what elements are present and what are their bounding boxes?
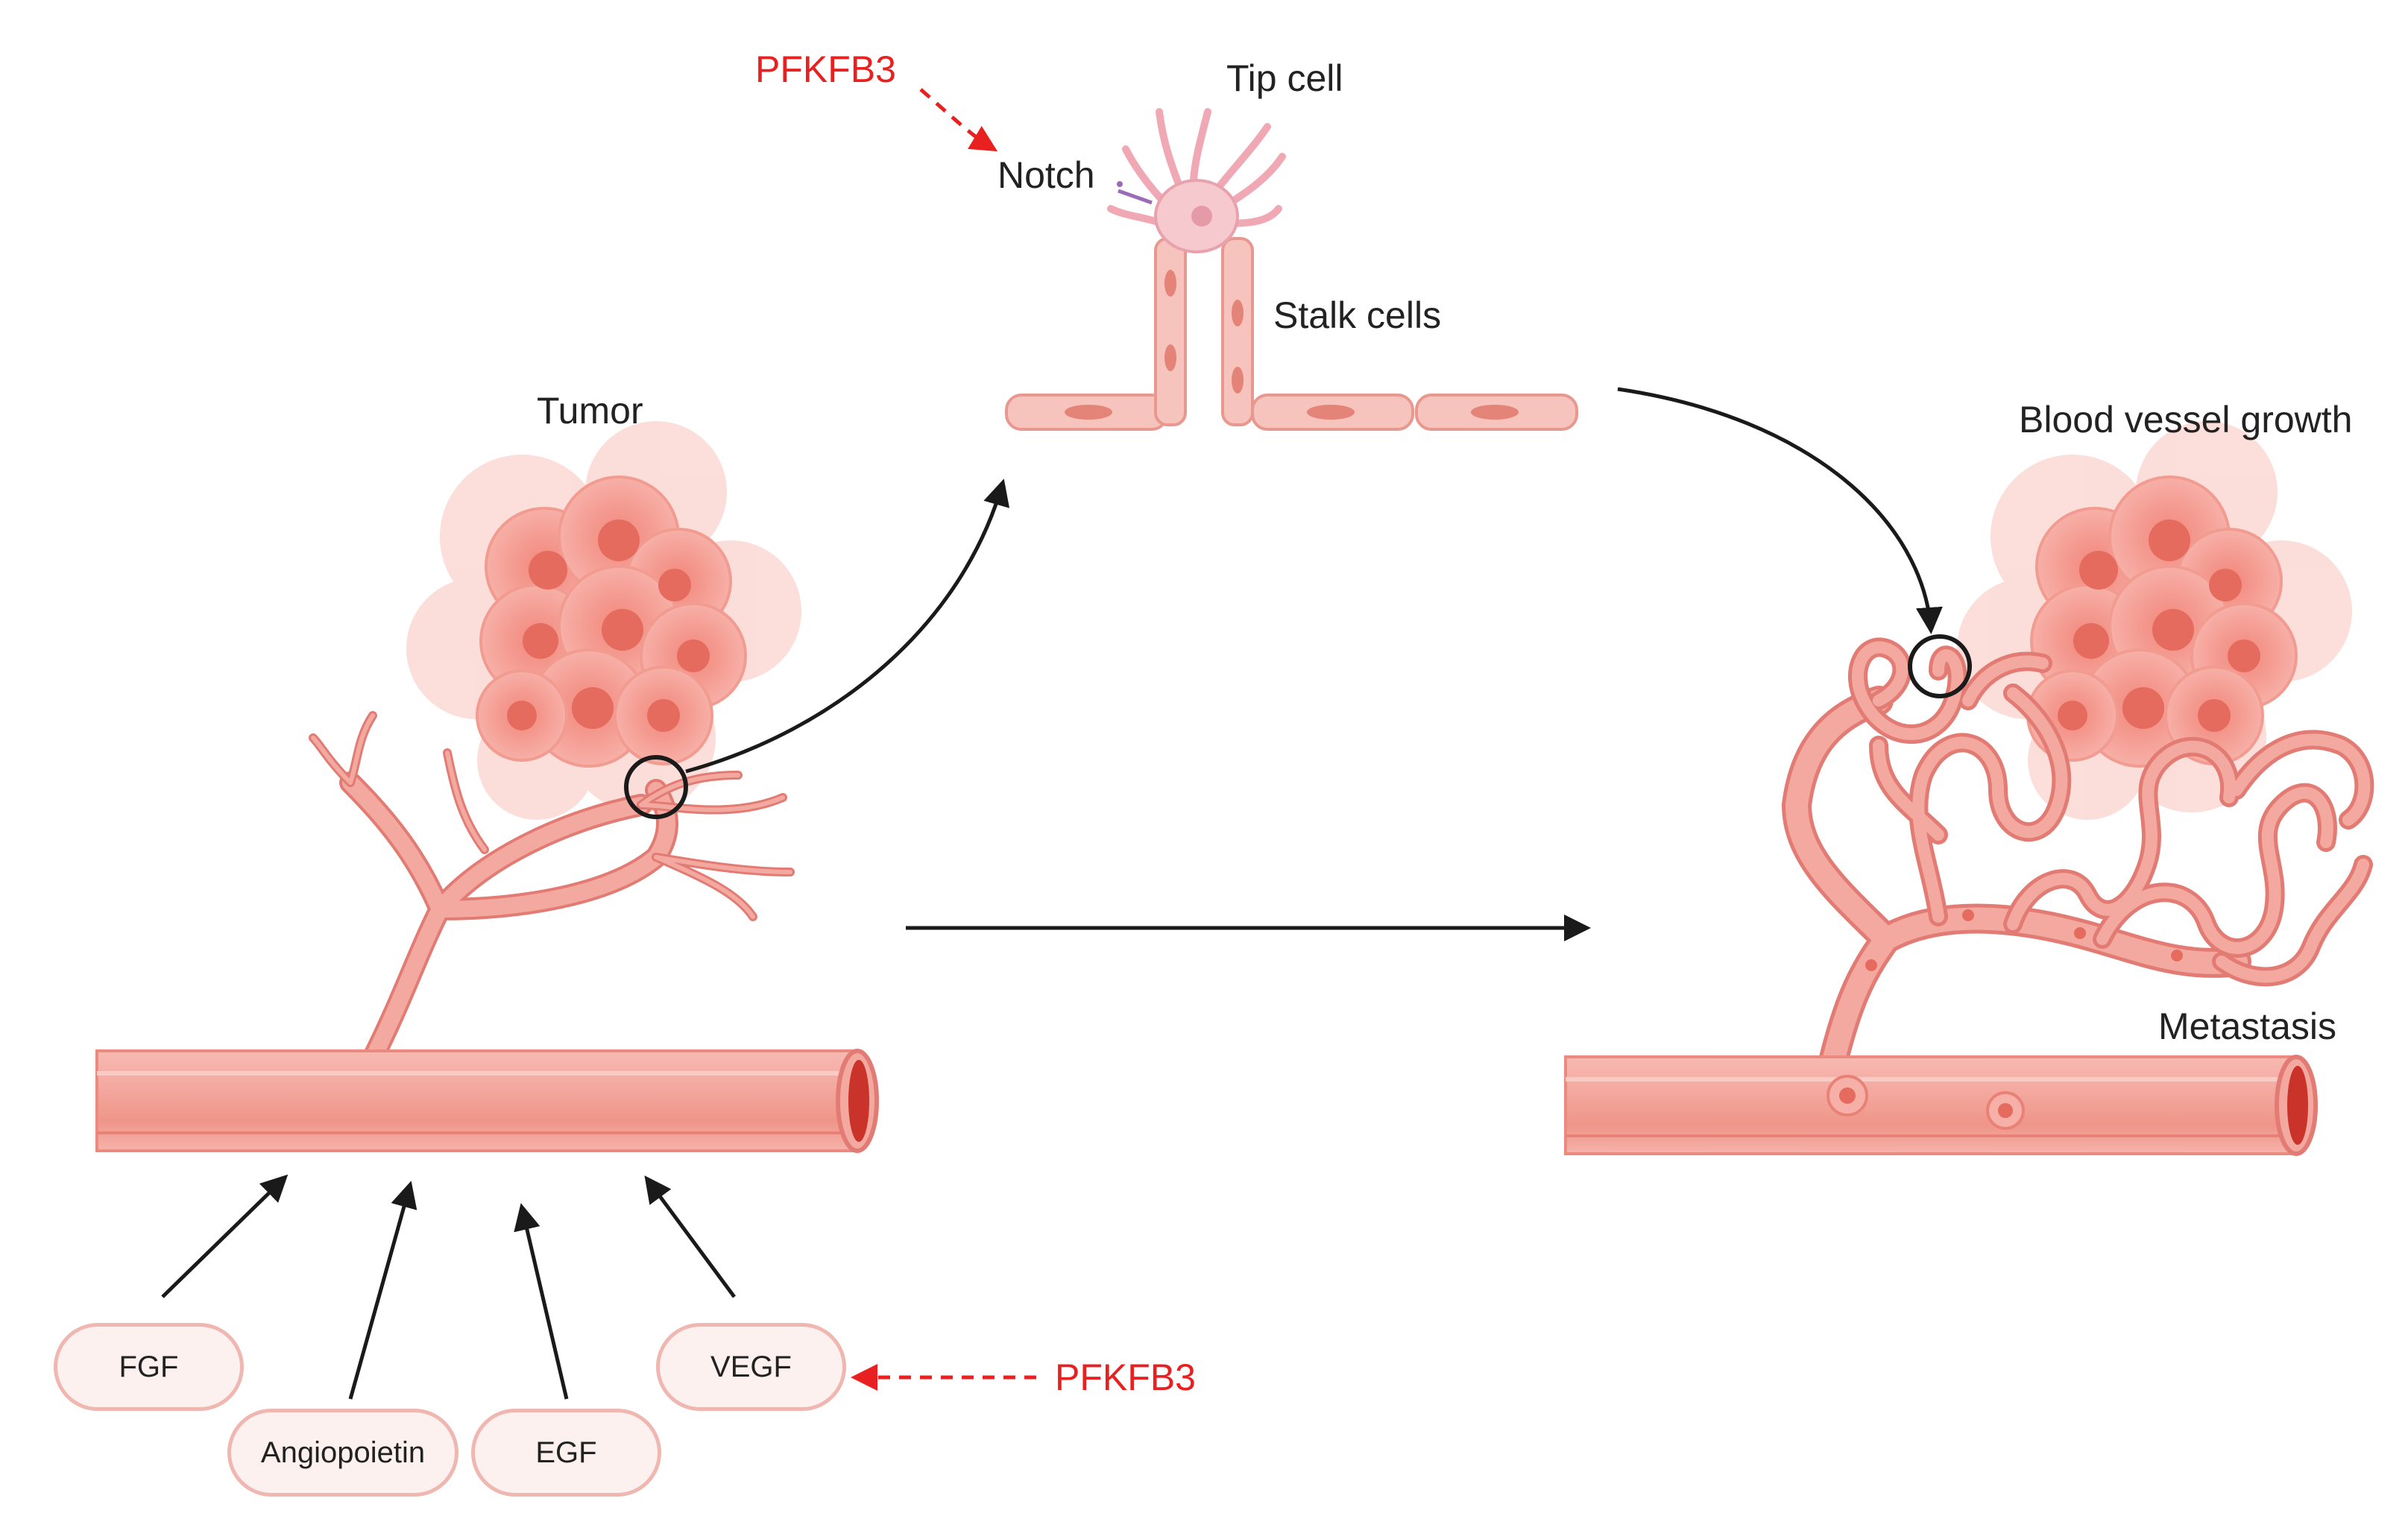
factor-pill-vegf: VEGF <box>656 1323 846 1411</box>
factor-pill-angiopoietin: Angiopoietin <box>227 1409 458 1497</box>
tip-cell-label: Tip cell <box>1226 57 1343 99</box>
vessel-branches-left <box>309 711 795 1070</box>
sprout-detail <box>1005 108 1578 431</box>
pfkfb3-arrows <box>851 88 1036 1391</box>
main-vessel-right <box>1564 1055 2318 1156</box>
arrow-angiopoietin <box>348 1181 417 1400</box>
metastasis-label: Metastasis <box>2158 1005 2336 1047</box>
factor-label-angiopoietin: Angiopoietin <box>260 1436 426 1469</box>
pfkfb3-bottom-label: PFKFB3 <box>1055 1356 1196 1398</box>
arrow-fgf <box>161 1174 289 1298</box>
main-vessel-left <box>95 1049 879 1153</box>
factor-label-vegf: VEGF <box>710 1350 792 1383</box>
factor-pill-fgf: FGF <box>54 1323 244 1411</box>
blood-vessel-growth-label: Blood vessel growth <box>2019 399 2353 440</box>
vessel-network-right <box>1782 637 2374 1073</box>
factor-label-fgf: FGF <box>119 1350 179 1383</box>
notch-label: Notch <box>997 154 1095 196</box>
factor-label-egf: EGF <box>535 1436 597 1469</box>
pfkfb3-top-label: PFKFB3 <box>755 48 896 90</box>
factor-pill-egf: EGF <box>471 1409 661 1497</box>
arrow-to-sprout <box>685 479 1010 774</box>
arrow-egf <box>514 1203 569 1400</box>
tumor-mass-left <box>406 421 801 820</box>
arrow-vegf <box>644 1175 737 1298</box>
zoom-circle-left <box>624 755 688 819</box>
arrow-to-growth <box>1617 387 1943 634</box>
stalk-cells-label: Stalk cells <box>1273 294 1442 336</box>
arrow-pfkfb3-notch <box>919 88 998 152</box>
flow-arrows <box>161 387 1943 1400</box>
zoom-circle-right <box>1908 634 1972 698</box>
circulating-tumor-cells <box>1827 1075 2025 1130</box>
tumor-label: Tumor <box>537 390 643 432</box>
